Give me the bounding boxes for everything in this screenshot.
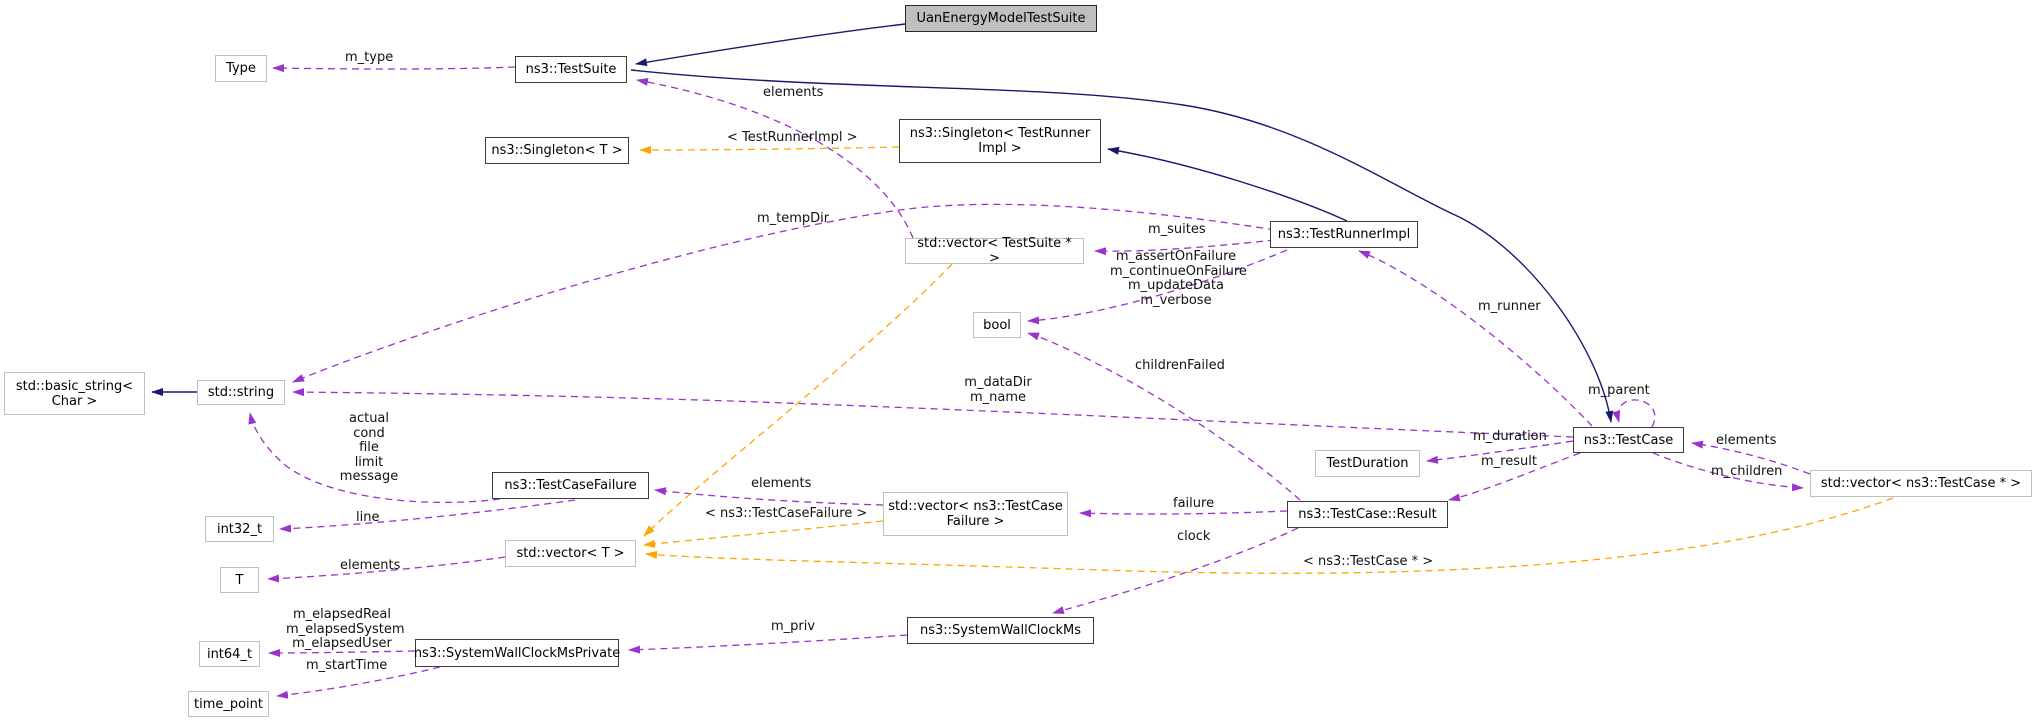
node-testcase[interactable]: ns3::TestCase (1573, 427, 1684, 453)
edge-m-priv (628, 634, 908, 654)
label-elapsed-members: m_elapsedReal m_elapsedSystem m_elapsedU… (286, 607, 405, 651)
node-vector-t: std::vector< T > (505, 540, 636, 567)
edge-tri-to-singleton-tri (1107, 146, 1348, 222)
edge-m-suites (1094, 239, 1276, 256)
label-line: line (356, 510, 380, 525)
label-m-result: m_result (1481, 454, 1537, 469)
label-m-priv: m_priv (771, 619, 816, 634)
edge-elements-vtcf (654, 487, 884, 506)
edge-tcf-strings (248, 412, 501, 504)
label-m-tempdir: m_tempDir (757, 211, 830, 226)
edge-m-type (272, 64, 516, 73)
node-vector-testsuite: std::vector< TestSuite * > (905, 236, 1084, 266)
label-tmpl-testcase: < ns3::TestCase * > (1303, 554, 1434, 569)
label-m-type: m_type (345, 50, 394, 65)
node-type: Type (215, 55, 267, 82)
node-systemwallclockmsprivate[interactable]: ns3::SystemWallClockMsPrivate (414, 639, 620, 667)
label-tmpl-testcasefailure: < ns3::TestCaseFailure > (705, 506, 868, 521)
edge-m-children (1652, 452, 1804, 492)
node-testrunnerimpl[interactable]: ns3::TestRunnerImpl (1270, 221, 1418, 248)
edge-elapsed (268, 648, 416, 657)
node-string: std::string (197, 380, 285, 405)
edge-m-datadir-name (292, 388, 1574, 438)
label-m-starttime: m_startTime (306, 658, 388, 673)
node-testsuite[interactable]: ns3::TestSuite (515, 56, 627, 83)
label-elements-top: elements (763, 85, 824, 100)
node-int64-t: int64_t (199, 641, 260, 667)
label-clock: clock (1177, 529, 1211, 544)
label-elements-t: elements (340, 558, 401, 573)
label-m-suites: m_suites (1148, 222, 1206, 237)
edge-uan-to-testsuite (635, 23, 906, 67)
label-m-runner: m_runner (1478, 299, 1541, 314)
edge-line (279, 499, 576, 533)
label-m-duration: m_duration (1473, 429, 1547, 444)
edge-tmpl-tri (639, 145, 900, 154)
node-bool: bool (973, 312, 1021, 338)
node-testcasefailure[interactable]: ns3::TestCaseFailure (492, 472, 649, 499)
label-elements-testcasefailure: elements (751, 476, 812, 491)
node-singleton-testrunnerimpl[interactable]: ns3::Singleton< TestRunner Impl > (899, 119, 1101, 163)
label-elements-testcase: elements (1716, 433, 1777, 448)
label-m-parent: m_parent (1588, 383, 1650, 398)
label-tcf-string-members: actual cond file limit message (339, 411, 399, 484)
label-childrenfailed: childrenFailed (1135, 358, 1225, 373)
edge-m-result (1448, 452, 1581, 502)
node-singleton-t[interactable]: ns3::Singleton< T > (485, 137, 629, 164)
edge-tmpl-testcase (645, 497, 1894, 574)
node-uanenergymodeltestsuite: UanEnergyModelTestSuite (905, 5, 1097, 32)
edge-elements-testcase (1691, 440, 1811, 475)
node-vector-testcase: std::vector< ns3::TestCase * > (1810, 470, 2032, 497)
node-basic-string: std::basic_string< Char > (4, 372, 145, 415)
edge-tmpl-tcf (643, 520, 884, 548)
node-time-point: time_point (188, 691, 269, 717)
label-tri-bool-members: m_assertOnFailure m_continueOnFailure m_… (1110, 249, 1247, 308)
edge-tri-bools (1027, 249, 1288, 325)
edge-m-parent-loop (1612, 399, 1656, 428)
label-m-children: m_children (1711, 464, 1783, 479)
edge-m-duration (1426, 440, 1574, 464)
edge-m-runner (1358, 250, 1593, 427)
label-m-datadir-m-name: m_dataDir m_name (964, 375, 1032, 405)
label-failure: failure (1173, 496, 1215, 511)
node-int32-t: int32_t (205, 516, 274, 542)
edge-childrenfailed (1027, 332, 1301, 501)
node-testcase-result[interactable]: ns3::TestCase::Result (1287, 501, 1448, 528)
edge-tmpl-testsuite (643, 263, 953, 537)
edge-testsuite-to-testcase (630, 69, 1614, 423)
node-systemwallclockms[interactable]: ns3::SystemWallClockMs (907, 617, 1094, 644)
edge-elements-t (267, 556, 506, 583)
edge-failure (1079, 509, 1288, 518)
edge-m-tempdir (292, 203, 1276, 383)
edge-elements-testsuite (636, 78, 914, 239)
node-testduration: TestDuration (1315, 450, 1420, 477)
edge-m-starttime (276, 666, 441, 699)
node-vector-testcasefailure: std::vector< ns3::TestCase Failure > (883, 492, 1068, 536)
edge-clock (1052, 527, 1299, 614)
label-tmpl-testrunnerimpl: < TestRunnerImpl > (727, 130, 858, 145)
node-t: T (220, 567, 259, 593)
